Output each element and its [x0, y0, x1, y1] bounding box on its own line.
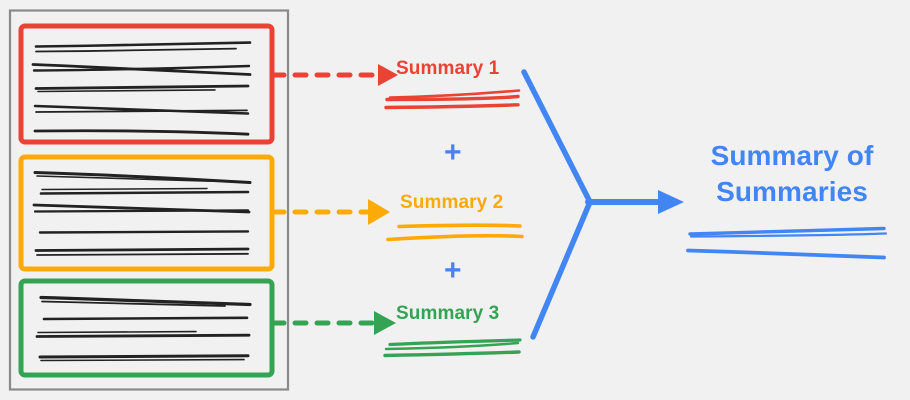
section-box-green [18, 278, 275, 378]
document-section-orange[interactable] [18, 154, 275, 272]
plus-operator-1: + [444, 136, 462, 169]
section-box-red [18, 23, 275, 145]
section-red-text-lines [31, 41, 252, 136]
merge-arrow-bottom-branch [530, 199, 593, 340]
document-outline [8, 9, 290, 391]
merge-arrow-head [658, 190, 684, 214]
final-summary-underlines [686, 226, 888, 260]
final-summary-label-line-2: Summaries [716, 176, 868, 207]
dashed-arrow-orange [270, 199, 390, 225]
summary-3-underlines [383, 338, 522, 358]
dashed-arrow-green-head [374, 311, 396, 335]
summary-1-underlines [384, 89, 521, 110]
section-orange-text-lines [32, 171, 252, 256]
source-document [8, 9, 290, 391]
summary-2-underlines [386, 223, 524, 242]
dashed-arrow-red [270, 64, 398, 86]
merge-arrow-top-branch [521, 69, 593, 205]
section-green-text-lines [35, 295, 252, 362]
merge-arrow [521, 69, 684, 340]
summary-2-label: Summary 2 [400, 192, 504, 213]
final-summary-label: Summary of Summaries [697, 138, 887, 210]
document-section-green[interactable] [18, 278, 275, 378]
final-summary-label-line-1: Summary of [710, 140, 874, 171]
dashed-arrow-red-head [378, 64, 398, 86]
dashed-arrow-orange-head [368, 199, 390, 225]
summary-3-label: Summary 3 [396, 303, 500, 324]
plus-operator-2: + [444, 254, 462, 287]
summary-1-label: Summary 1 [396, 58, 500, 79]
dashed-arrow-green [270, 311, 396, 335]
document-section-red[interactable] [18, 23, 275, 145]
